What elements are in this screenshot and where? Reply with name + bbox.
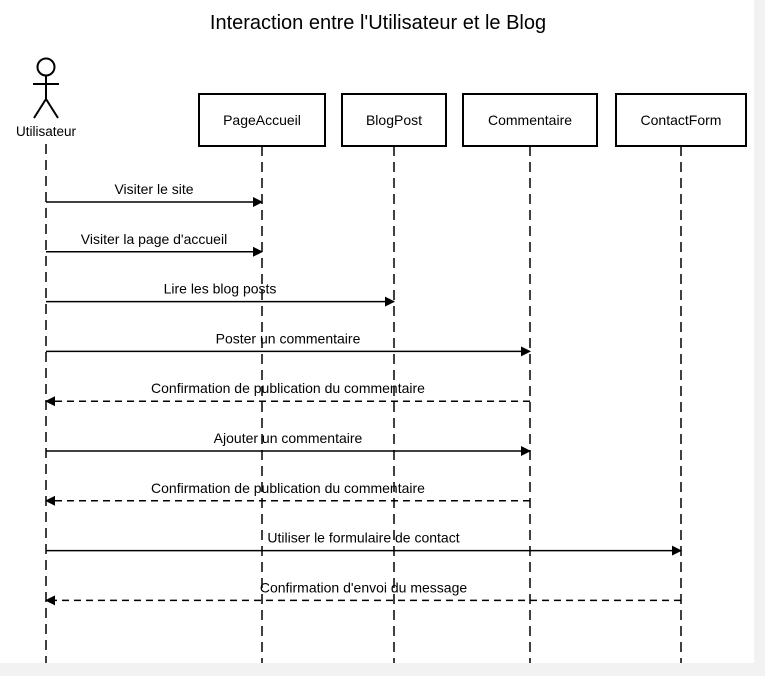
participant-blog-post: BlogPost: [341, 93, 447, 147]
message-label: Poster un commentaire: [216, 330, 361, 346]
actor-label: Utilisateur: [16, 124, 77, 139]
participant-box: [198, 93, 326, 147]
participant-box: [341, 93, 447, 147]
message-label: Utiliser le formulaire de contact: [267, 530, 459, 546]
participant-label: PageAccueil: [223, 112, 301, 128]
message-label: Confirmation d'envoi du message: [260, 579, 468, 595]
message-label: Lire les blog posts: [164, 281, 277, 297]
diagram-title: Interaction entre l'Utilisateur et le Bl…: [210, 12, 546, 34]
participant-contact-form: ContactForm: [615, 93, 747, 147]
participant-label: Commentaire: [488, 112, 572, 128]
message-label: Confirmation de publication du commentai…: [151, 480, 425, 496]
participant-box: [462, 93, 598, 147]
message: Confirmation d'envoi du message: [45, 579, 681, 606]
participant-label: BlogPost: [366, 112, 422, 128]
participant-label: ContactForm: [641, 112, 722, 128]
message-label: Ajouter un commentaire: [214, 430, 363, 446]
participant-box: [615, 93, 747, 147]
message: Confirmation de publication du commentai…: [45, 380, 530, 407]
message: Lire les blog posts: [46, 281, 395, 307]
message: Ajouter un commentaire: [46, 430, 531, 456]
message: Visiter le site: [46, 181, 263, 207]
message: Utiliser le formulaire de contact: [46, 530, 682, 556]
participant-commentaire: Commentaire: [462, 93, 598, 147]
message-label: Confirmation de publication du commentai…: [151, 380, 425, 396]
stick-figure-actor-icon: [33, 57, 59, 119]
message: Confirmation de publication du commentai…: [45, 480, 530, 506]
message-label: Visiter le site: [114, 181, 193, 197]
message: Poster un commentaire: [46, 330, 531, 357]
message: Visiter la page d'accueil: [46, 231, 263, 257]
message-label: Visiter la page d'accueil: [81, 231, 227, 247]
participant-page-accueil: PageAccueil: [198, 93, 326, 147]
